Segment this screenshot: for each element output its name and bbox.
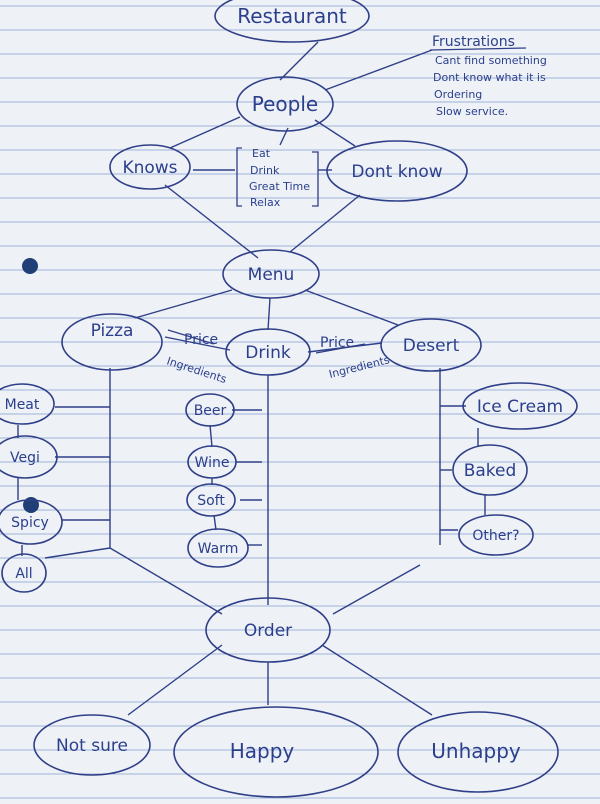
node-restaurant	[214, 0, 370, 43]
punch-hole-top	[22, 258, 38, 274]
edge-order-notsure	[127, 644, 223, 716]
frustrations-underline	[429, 47, 527, 51]
label-beer: Beer	[194, 403, 227, 419]
label-knows: Knows	[122, 158, 177, 178]
price-right-underline	[315, 343, 366, 354]
node-all	[1, 553, 47, 593]
edge-knows-menu	[164, 184, 259, 259]
node-other	[458, 514, 534, 556]
label-vegi: Vegi	[10, 450, 40, 466]
frustrations-heading: Frustrations	[432, 34, 515, 50]
node-wine	[187, 445, 237, 479]
label-dont-know: Dont know	[351, 162, 442, 182]
edge-menu-pizza	[134, 289, 233, 319]
price-left-underline	[167, 329, 215, 345]
node-pizza	[61, 313, 163, 371]
label-baked: Baked	[464, 461, 517, 481]
node-dont-know	[326, 140, 468, 202]
frustration-1: Cant find something	[435, 54, 547, 67]
edge-label-ingredients-right: Ingredients	[328, 353, 392, 381]
label-happy: Happy	[230, 739, 295, 763]
edge-pizza-all	[44, 547, 111, 559]
label-spicy: Spicy	[11, 515, 49, 531]
label-desert: Desert	[403, 336, 460, 356]
edge-dontknow-menu	[289, 194, 361, 253]
reasons-bracket-right	[312, 151, 319, 207]
edge-restaurant-people	[279, 41, 319, 81]
reason-relax: Relax	[250, 196, 281, 209]
edge-pizza-drink	[164, 336, 231, 351]
node-beer	[185, 393, 235, 427]
node-knows	[109, 144, 191, 190]
label-restaurant: Restaurant	[237, 4, 347, 28]
label-menu: Menu	[248, 265, 295, 285]
label-soft: Soft	[197, 493, 225, 509]
label-all: All	[15, 566, 32, 582]
node-vegi	[0, 435, 58, 479]
node-drink	[225, 328, 311, 376]
label-order: Order	[244, 621, 292, 641]
label-unhappy: Unhappy	[431, 739, 521, 763]
edge-people-dontknow	[314, 119, 356, 147]
edge-people-frustrations	[324, 49, 433, 91]
label-wine: Wine	[195, 455, 230, 471]
label-people: People	[252, 92, 318, 116]
label-other: Other?	[472, 528, 519, 544]
label-meat: Meat	[5, 397, 40, 413]
node-desert	[380, 318, 482, 372]
label-not-sure: Not sure	[56, 736, 128, 756]
node-not-sure	[33, 714, 151, 776]
frustration-3: Ordering	[434, 88, 482, 101]
node-order	[205, 597, 331, 663]
label-warm: Warm	[198, 541, 239, 557]
label-pizza: Pizza	[91, 321, 134, 341]
reasons-bracket-left	[236, 147, 242, 207]
node-spicy	[0, 499, 63, 545]
label-drink: Drink	[245, 343, 291, 363]
reason-drink: Drink	[250, 164, 280, 177]
node-baked	[452, 444, 528, 496]
frustration-2: Dont know what it is	[433, 71, 546, 84]
edge-label-ingredients-left: Ingredients	[165, 354, 228, 386]
edges	[17, 41, 486, 716]
node-ice-cream	[462, 382, 578, 430]
label-ice-cream: Ice Cream	[477, 397, 563, 417]
edge-beer-wine-chain	[209, 424, 213, 448]
frustration-4: Slow service.	[436, 105, 508, 118]
reason-eat: Eat	[252, 147, 271, 160]
edge-people-knows	[169, 116, 241, 149]
reason-great-time: Great Time	[249, 180, 310, 193]
node-people	[236, 76, 334, 132]
node-meat	[0, 383, 55, 425]
node-soft	[186, 483, 236, 517]
edge-menu-drink	[267, 297, 271, 331]
edge-desert-order	[332, 564, 421, 615]
node-menu	[222, 249, 320, 299]
edge-menu-desert	[304, 289, 399, 326]
node-warm	[187, 528, 249, 568]
edge-order-unhappy	[321, 644, 433, 716]
edge-soft-warm-chain	[213, 514, 217, 531]
edge-pizza-order	[109, 547, 223, 615]
node-happy	[173, 706, 379, 798]
node-unhappy	[397, 711, 559, 793]
